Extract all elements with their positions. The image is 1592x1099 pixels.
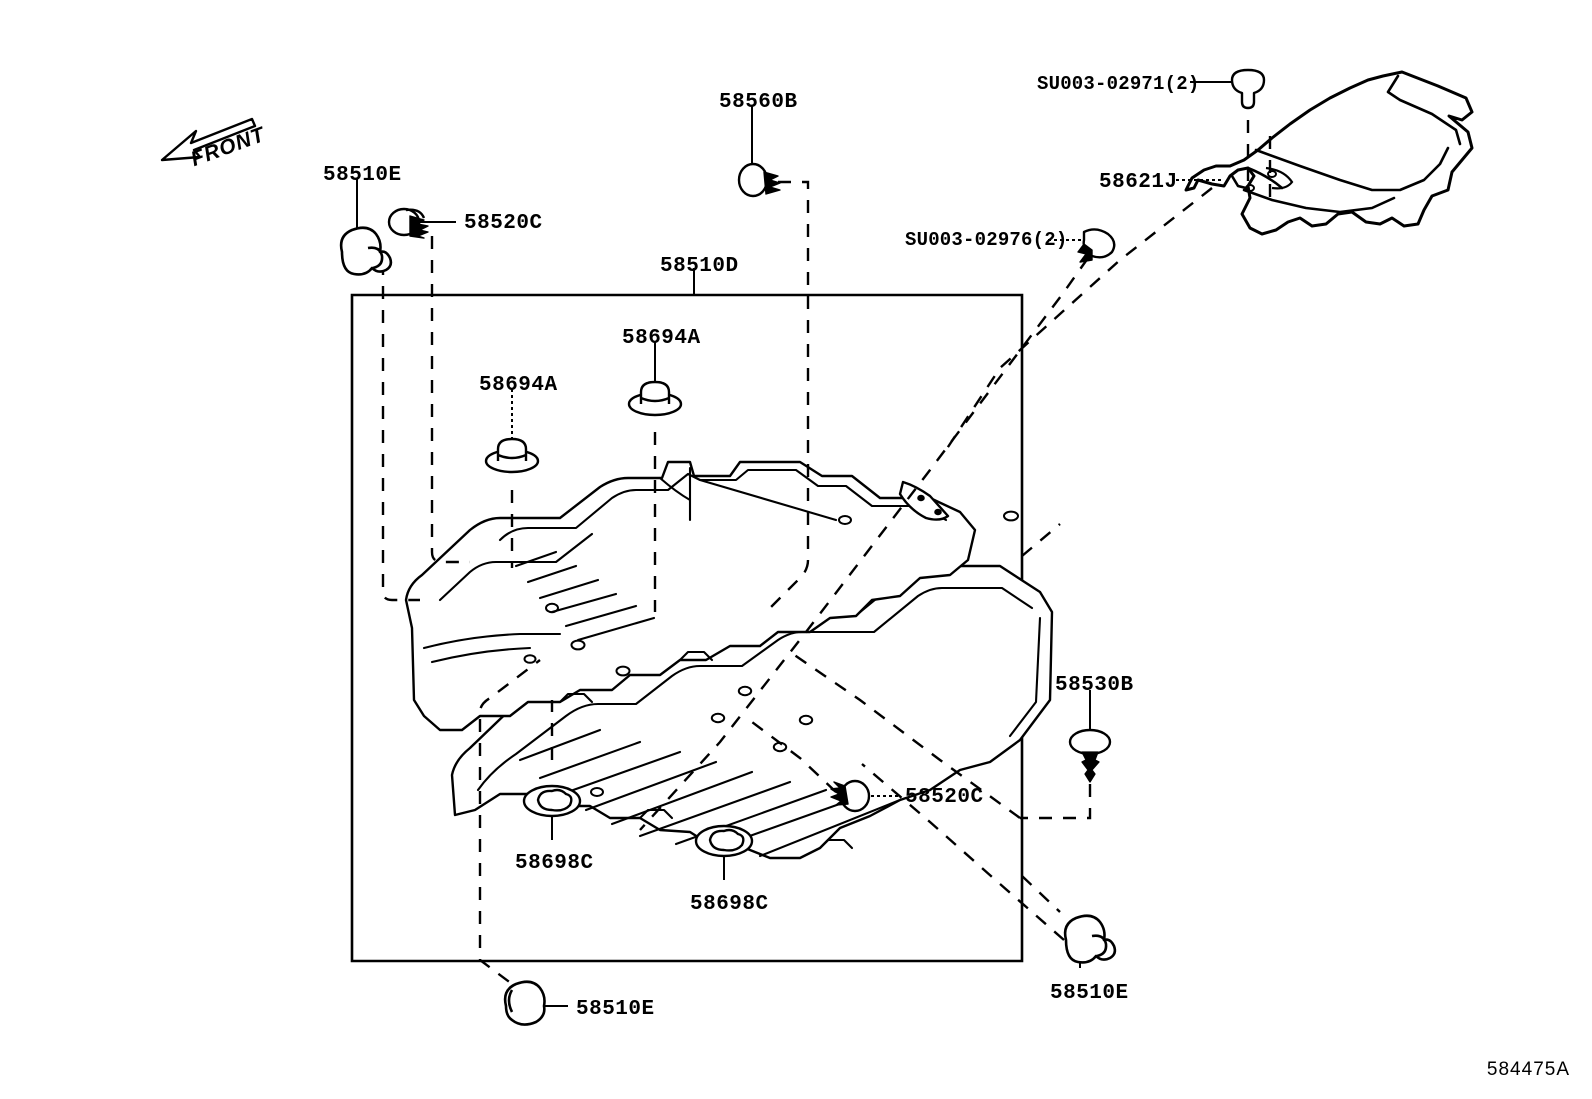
assembly-leader-lines [381,96,1272,997]
label-58510d: 58510D [660,255,739,278]
label-58520c-topleft: 58520C [464,212,543,235]
front-direction-arrow [160,117,257,162]
label-58510e-right: 58510E [1050,982,1129,1005]
label-58560b: 58560B [719,91,798,114]
grommet-58694a-left-art [484,437,540,474]
insulator-edge-view [898,480,950,521]
insulator-panel-creases [1230,74,1462,214]
clip-su003-02976-art [1077,228,1116,263]
insulator-panel-holes [1245,166,1294,192]
hole-cover-58698c-center-art [694,824,754,858]
label-su003-02971: SU003-02971(2) [1037,73,1200,95]
label-58510e-bottom: 58510E [576,998,655,1021]
grommet-58694a-center-art [627,380,683,417]
label-58510e-topleft: 58510E [323,164,402,187]
clip-58560b-art [737,162,781,198]
diagram-code: 584475A [1486,1059,1570,1080]
carpet-grommet-holes [523,510,1019,797]
assembly-boundary-rect [350,293,1024,963]
clip-58520c-bottom-art [830,779,871,813]
label-58698c-left: 58698C [515,852,594,875]
label-58530b: 58530B [1055,674,1134,697]
clip-58510e-bottom-art [503,980,546,1026]
label-58520c-bottom: 58520C [905,786,984,809]
clip-58510e-right-art [1063,914,1117,964]
carpet-detail-lines [422,466,1042,858]
clip-58530b-art [1068,728,1112,783]
clip-58520c-topleft-art [387,207,429,239]
hole-cover-58698c-left-art [522,784,582,818]
label-58621j: 58621J [1099,171,1178,194]
clip-58510e-topleft-art [339,226,393,276]
label-58694a-center: 58694A [622,327,701,350]
label-58694a-left: 58694A [479,374,558,397]
label-su003-02976: SU003-02976(2) [905,229,1068,251]
clip-su003-02971-art [1230,68,1266,110]
label-58698c-center: 58698C [690,893,769,916]
